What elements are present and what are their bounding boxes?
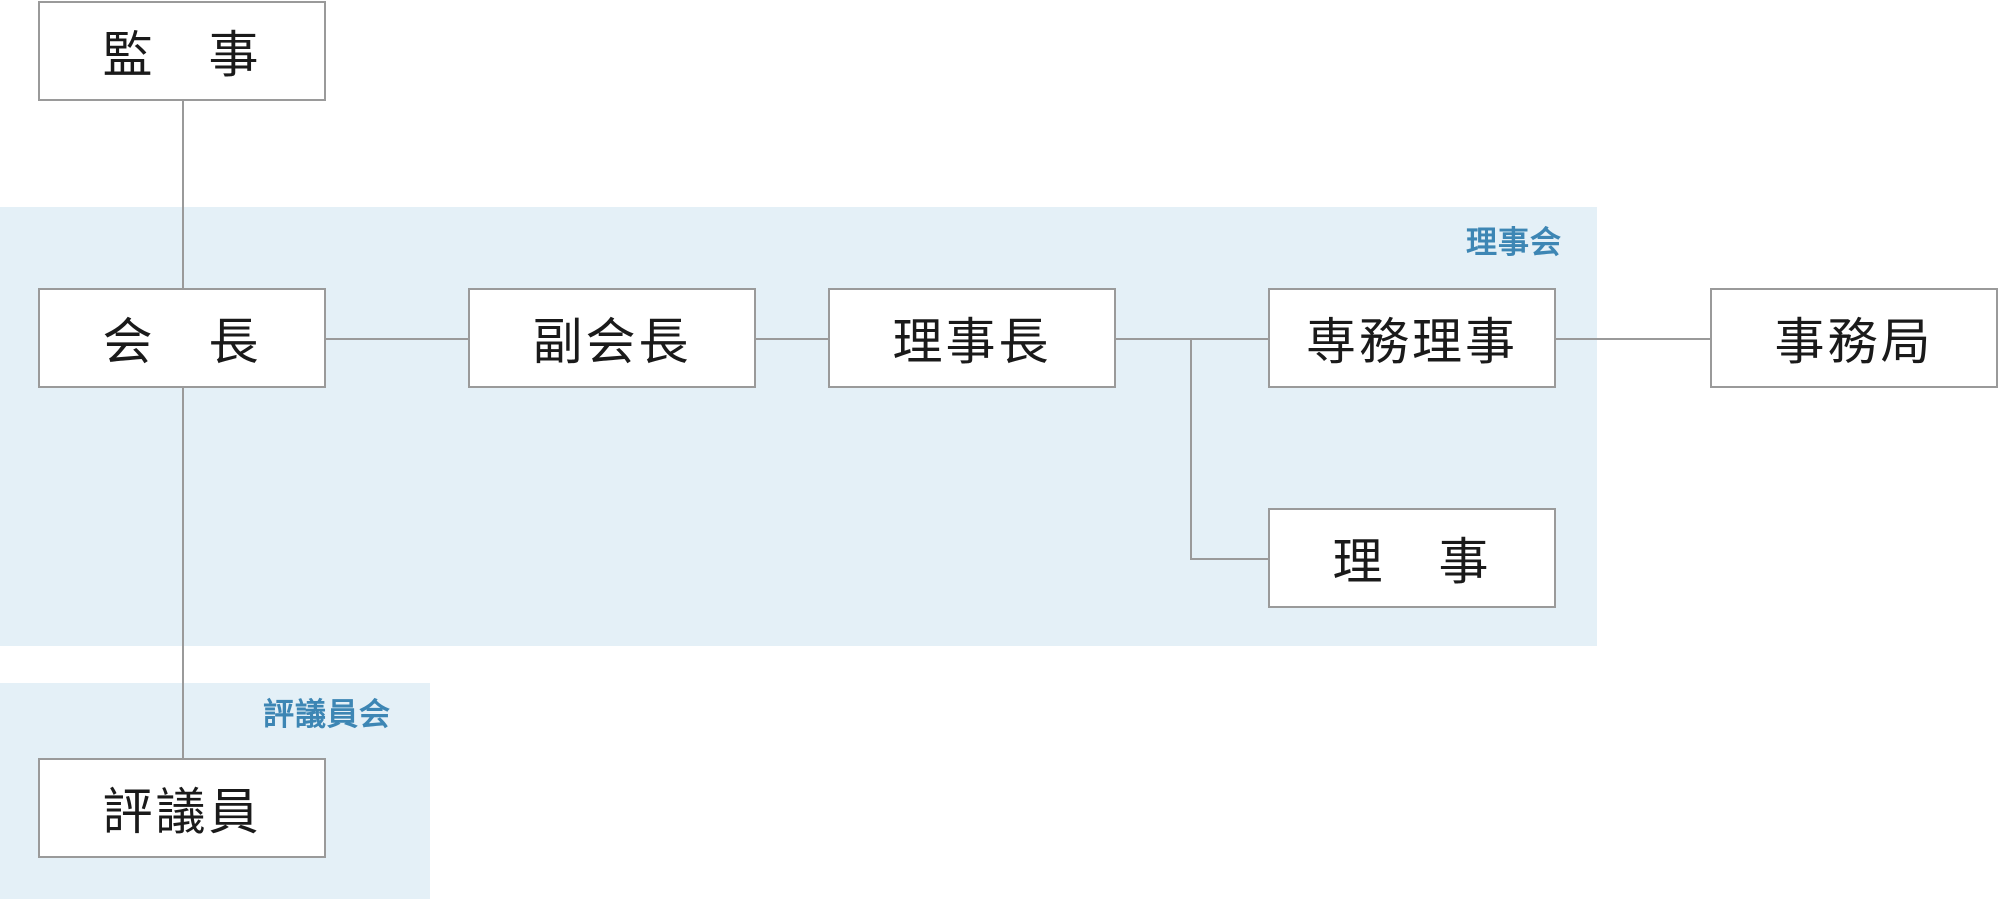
node-director: 理 事: [1268, 508, 1556, 608]
node-president: 会 長: [38, 288, 326, 388]
node-president-label: 会 長: [102, 313, 262, 371]
node-secretariat: 事務局: [1710, 288, 1998, 388]
connector-president-vice: [326, 338, 469, 340]
connector-chairman-executive: [1116, 338, 1269, 340]
connector-branch-vertical: [1190, 338, 1192, 560]
node-councilor-label: 評議員: [102, 783, 262, 841]
node-chairman-label: 理事長: [892, 313, 1052, 371]
node-secretariat-label: 事務局: [1774, 313, 1934, 371]
node-executive-director: 専務理事: [1268, 288, 1556, 388]
council-region-label: 評議員会: [263, 697, 391, 733]
node-chairman: 理事長: [828, 288, 1116, 388]
node-auditor-label: 監 事: [102, 26, 262, 84]
node-vice-president: 副会長: [468, 288, 756, 388]
connector-branch-director: [1190, 558, 1269, 560]
node-executive-director-label: 専務理事: [1306, 313, 1518, 371]
connector-executive-secretariat: [1556, 338, 1711, 340]
node-director-label: 理 事: [1332, 533, 1492, 591]
node-auditor: 監 事: [38, 1, 326, 101]
node-councilor: 評議員: [38, 758, 326, 858]
board-region-label: 理事会: [1466, 225, 1562, 261]
node-vice-president-label: 副会長: [532, 313, 692, 371]
connector-president-councilor: [182, 387, 184, 759]
connector-vice-chairman: [756, 338, 829, 340]
connector-auditor-president: [182, 100, 184, 289]
